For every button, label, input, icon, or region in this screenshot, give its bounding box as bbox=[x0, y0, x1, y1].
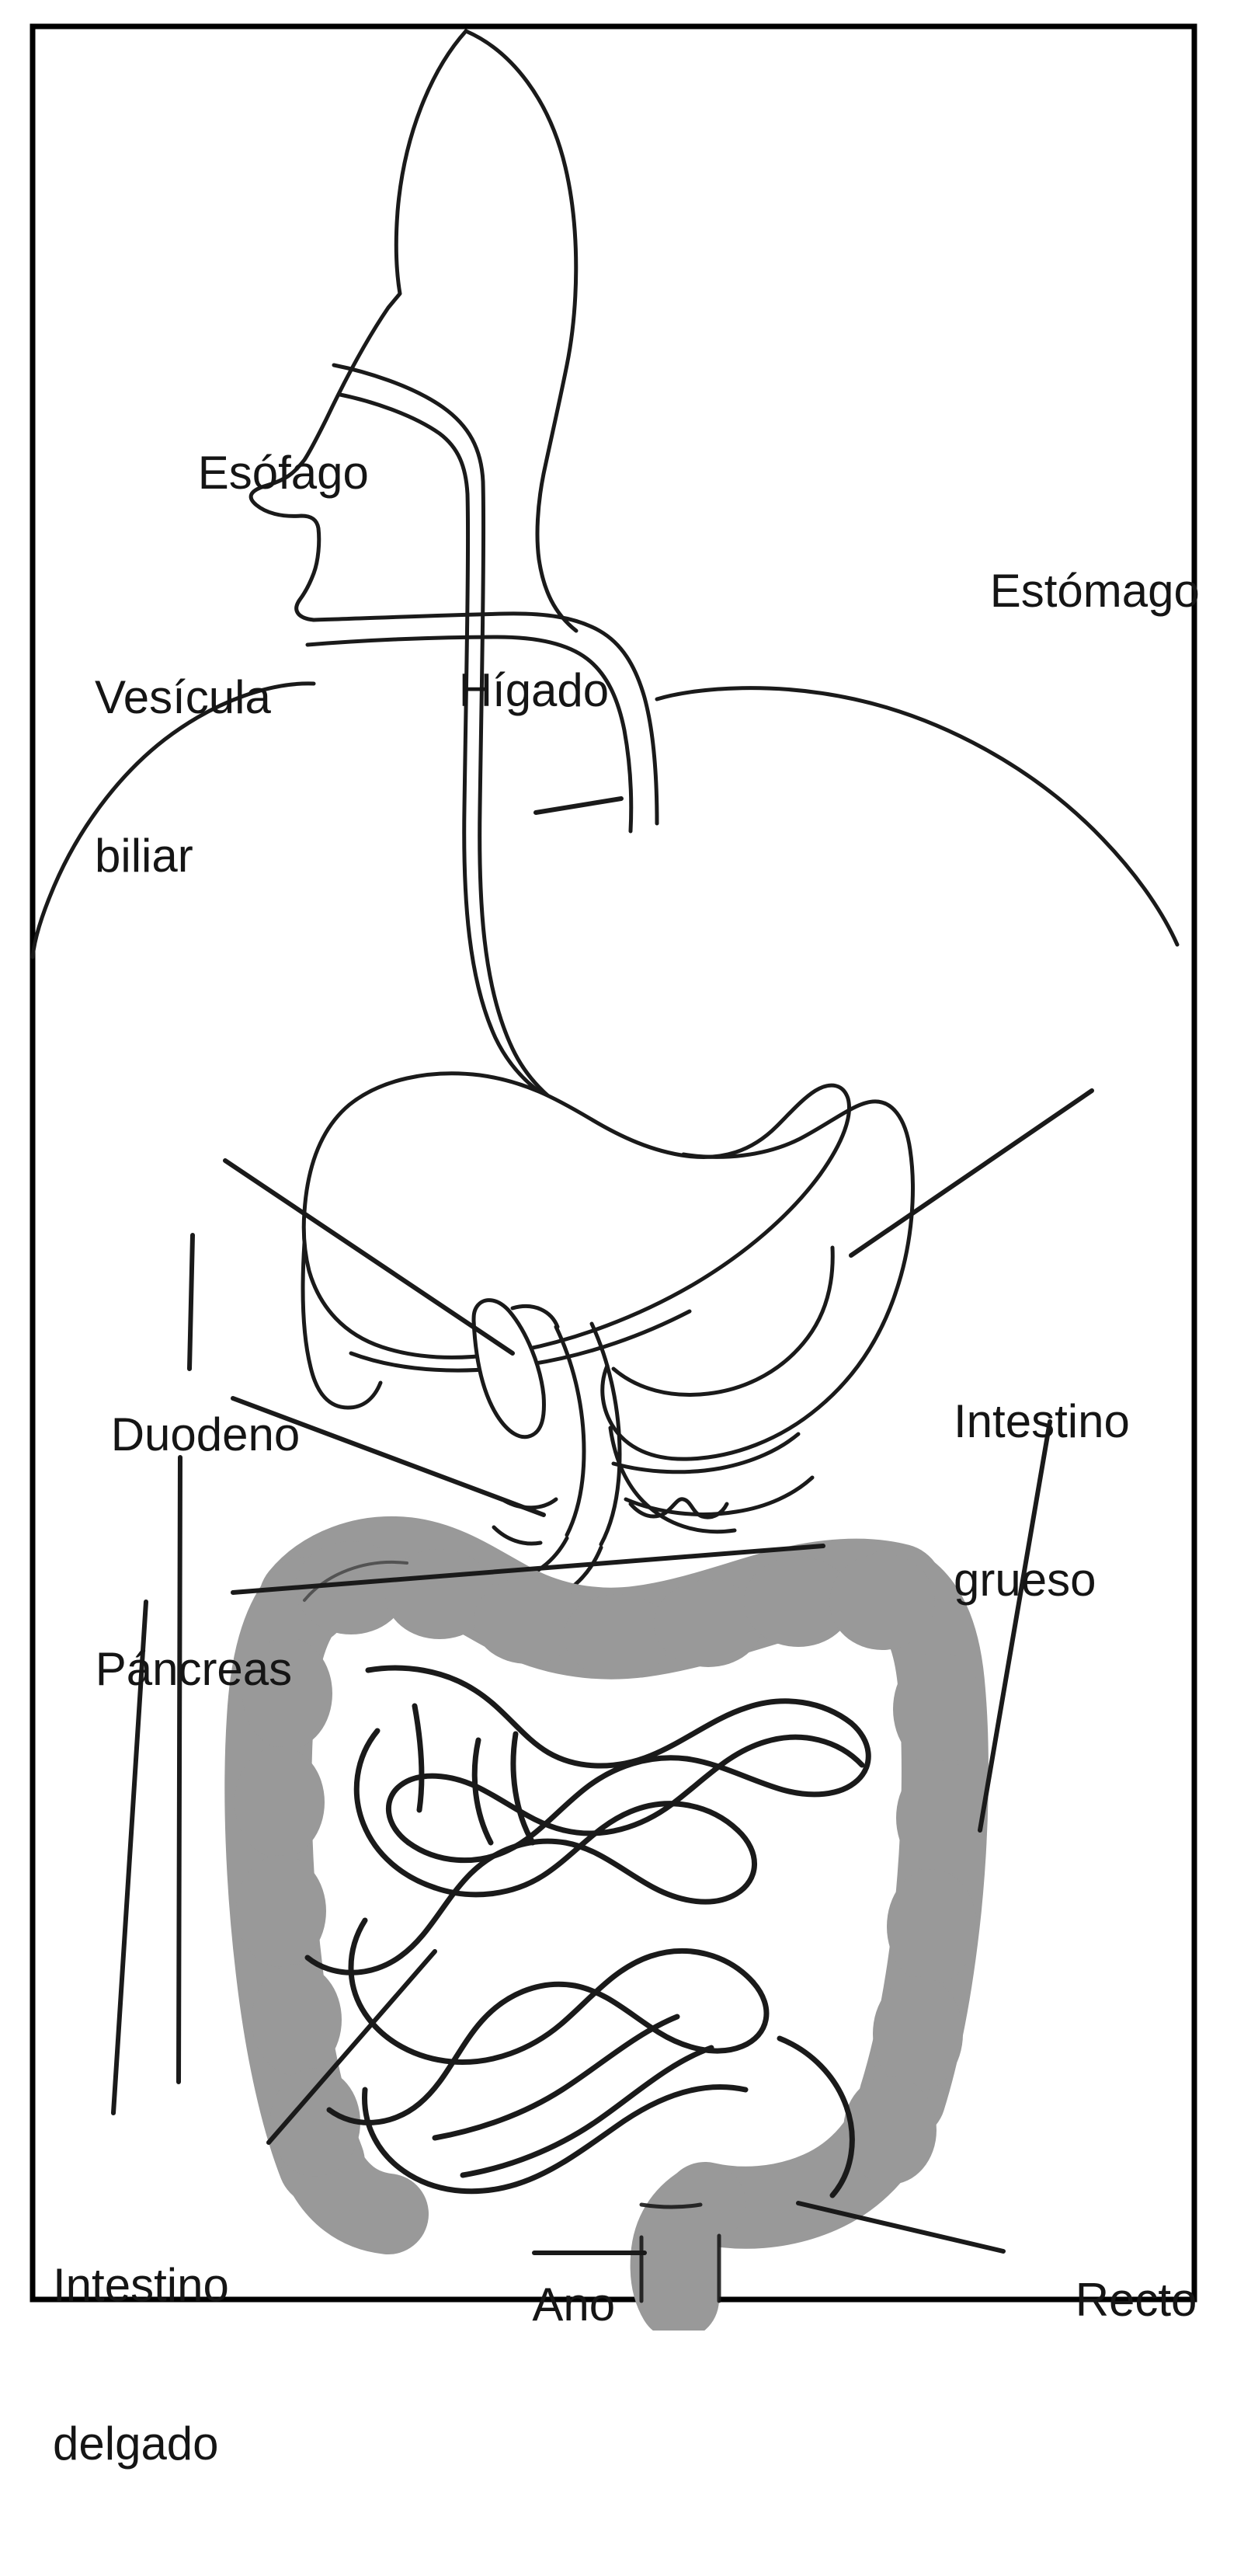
large-intestine bbox=[224, 1516, 989, 2254]
label-higado-text: Hígado bbox=[458, 664, 610, 716]
liver bbox=[301, 1071, 851, 1410]
label-intestino-delgado-line1: Intestino bbox=[53, 2259, 229, 2311]
label-vesicula-biliar: Vesícula biliar bbox=[95, 566, 271, 988]
label-estomago-text: Estómago bbox=[989, 565, 1200, 617]
small-intestine bbox=[304, 1665, 871, 2198]
leader-pancreas-left bbox=[111, 1600, 148, 2115]
digestive-system-diagram bbox=[30, 23, 1197, 2331]
leader-vesicula-diagonal bbox=[223, 1158, 515, 1356]
label-intestino-grueso-line1: Intestino bbox=[954, 1395, 1130, 1447]
leader-estomago bbox=[849, 1088, 1094, 1258]
label-duodeno: Duodeno bbox=[59, 1358, 301, 1512]
esophagus bbox=[332, 363, 593, 1126]
label-esofago: Esófago bbox=[146, 396, 369, 550]
leader-intestino-delgado bbox=[266, 1949, 437, 2145]
leader-duodeno-lead bbox=[231, 1396, 546, 1517]
leader-esofago bbox=[533, 796, 624, 815]
leader-intestino-grueso bbox=[978, 1419, 1052, 1833]
label-intestino-delgado-line2: delgado bbox=[53, 2418, 219, 2470]
gallbladder bbox=[471, 1298, 560, 1439]
pancreas bbox=[611, 1432, 815, 1519]
label-ano-text: Ano bbox=[532, 2278, 616, 2331]
label-duodeno-text: Duodeno bbox=[110, 1408, 301, 1460]
leader-pancreas-lead bbox=[231, 1544, 825, 1595]
label-vesicula-biliar-line1: Vesícula bbox=[95, 671, 271, 723]
label-higado: Hígado bbox=[407, 614, 609, 768]
label-intestino-delgado: Intestino delgado bbox=[53, 2153, 229, 2576]
leader-vesicula-biliar bbox=[187, 1233, 195, 1371]
label-pancreas-text: Páncreas bbox=[95, 1643, 293, 1695]
leader-recto bbox=[796, 2201, 1006, 2254]
digestive-system-figure: Esófago Estómago Vesícula biliar Hígado … bbox=[30, 23, 1200, 2470]
label-vesicula-biliar-line2: biliar bbox=[95, 830, 193, 882]
label-intestino-grueso: Intestino grueso bbox=[954, 1290, 1130, 1712]
label-ano: Ano bbox=[483, 2228, 615, 2382]
label-intestino-grueso-line2: grueso bbox=[954, 1554, 1096, 1606]
leader-lines bbox=[111, 796, 1094, 2255]
label-recto: Recto bbox=[1023, 2223, 1197, 2377]
body-outline bbox=[30, 29, 1180, 959]
label-estomago: Estómago bbox=[938, 514, 1200, 668]
label-pancreas: Páncreas bbox=[43, 1593, 292, 1746]
label-esofago-text: Esófago bbox=[197, 447, 369, 499]
figure-border bbox=[30, 23, 1197, 2303]
label-recto-text: Recto bbox=[1075, 2274, 1197, 2326]
leader-duodeno-left bbox=[176, 1455, 182, 2084]
